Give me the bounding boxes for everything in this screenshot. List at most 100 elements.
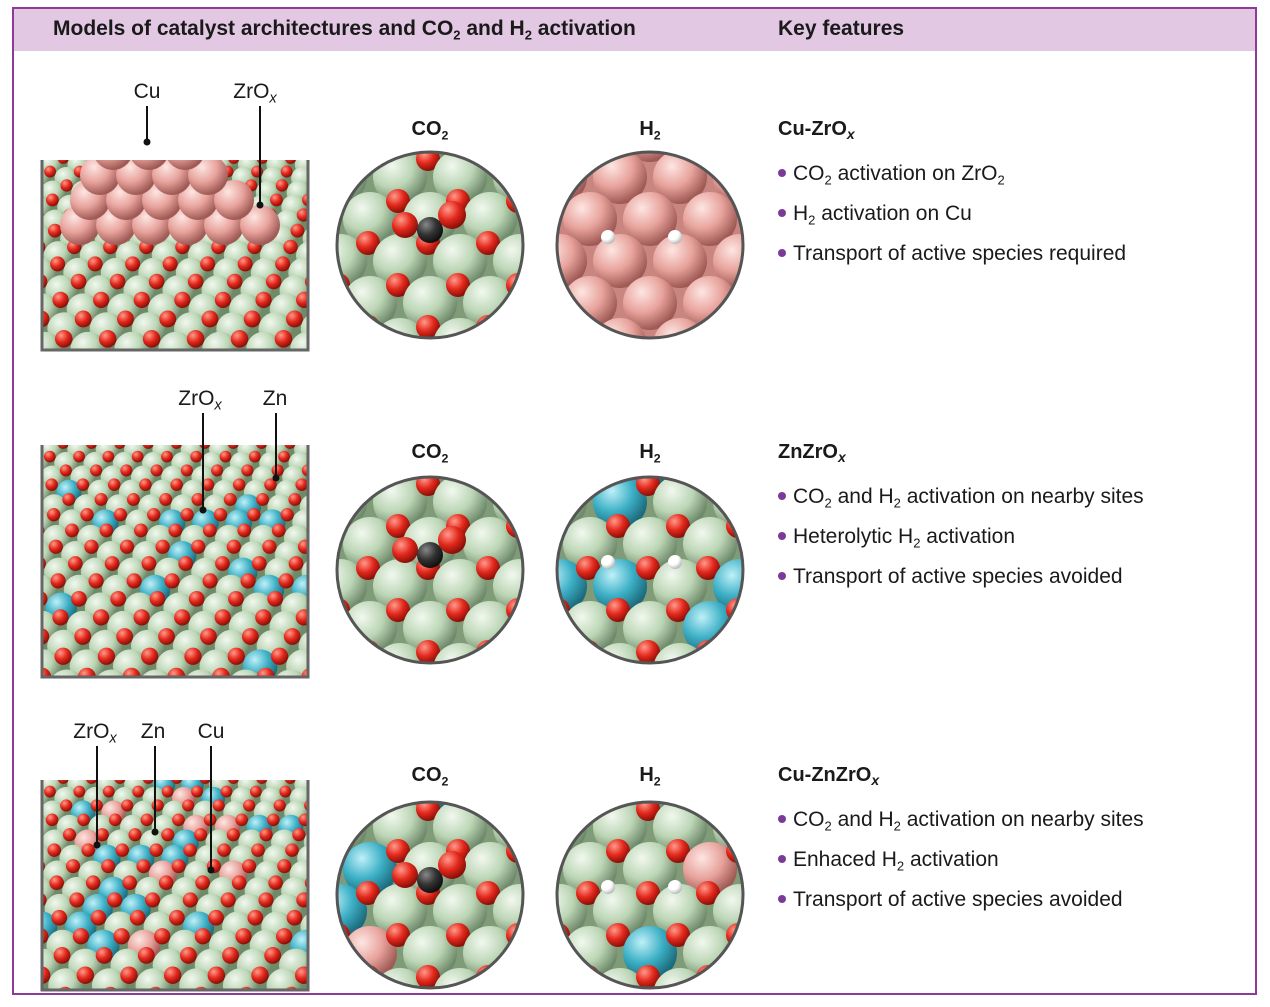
zr-atom <box>463 477 517 487</box>
surface-model-1 <box>42 160 345 350</box>
zn-atom <box>337 884 367 938</box>
zr-atom <box>623 517 677 571</box>
feature-bullet: H2 activation on Cu <box>778 202 972 227</box>
o-atom <box>167 667 186 677</box>
zr-atom <box>283 108 337 162</box>
o-atom <box>301 464 308 477</box>
o-atom <box>296 208 308 222</box>
o-atom <box>199 445 211 449</box>
zr-atom <box>433 559 487 613</box>
zr-atom <box>463 802 517 812</box>
zr-atom <box>433 643 487 663</box>
o-atom <box>313 438 324 449</box>
zr-atom <box>343 192 397 246</box>
o-atom <box>286 310 303 328</box>
zr-atom <box>310 968 345 1003</box>
zr-atom <box>290 331 308 350</box>
o-atom <box>256 492 270 506</box>
o-atom <box>186 330 205 348</box>
zr-atom <box>373 559 427 613</box>
zn-atom <box>713 559 743 613</box>
o-atom <box>356 640 380 663</box>
o-atom <box>309 786 321 798</box>
text-segment: activation on Cu <box>815 202 972 225</box>
atom-label: ZrOx <box>178 387 222 413</box>
o-atom <box>182 799 195 812</box>
zn-atom <box>683 477 737 487</box>
o-atom <box>606 514 630 538</box>
o-atom <box>241 628 259 645</box>
o-atom <box>328 987 346 1005</box>
o-atom <box>313 256 328 271</box>
o-atom <box>99 523 114 538</box>
o-atom <box>42 892 47 907</box>
zr-atom <box>683 517 737 571</box>
o-atom <box>284 780 296 784</box>
o-atom <box>126 573 142 589</box>
text-segment: Zn <box>140 720 166 743</box>
o-atom <box>438 526 466 554</box>
text-segment: Enhaced H <box>793 848 897 871</box>
cu-atom <box>593 318 647 338</box>
zr-atom <box>493 318 523 338</box>
o-atom <box>666 430 690 454</box>
o-atom <box>102 785 115 798</box>
o-atom <box>330 813 343 826</box>
o-atom <box>72 928 90 945</box>
o-atom <box>228 590 244 607</box>
o-atom <box>273 799 286 812</box>
o-atom <box>208 909 224 926</box>
o-atom <box>137 946 155 964</box>
o-atom <box>74 310 92 328</box>
o-atom <box>141 647 159 665</box>
o-atom <box>158 628 175 645</box>
o-atom <box>190 450 203 463</box>
zr-atom <box>286 649 308 677</box>
o-atom <box>666 755 690 779</box>
o-atom <box>200 628 217 645</box>
zr-atom <box>10 801 34 825</box>
zr-atom <box>337 559 367 613</box>
cu-atom <box>713 234 743 288</box>
zr-atom <box>275 669 305 677</box>
text-segment: Cu-ZnZrO <box>778 764 872 786</box>
o-atom <box>149 843 163 857</box>
o-atom <box>386 189 410 213</box>
o-atom <box>214 609 231 626</box>
cu-atom <box>713 318 743 338</box>
o-atom <box>228 780 239 784</box>
o-atom <box>84 539 99 554</box>
h-atom <box>668 880 682 894</box>
o-atom <box>606 839 630 863</box>
text-segment: H <box>793 202 809 225</box>
text-segment: activation <box>904 848 999 871</box>
o-atom <box>195 875 210 891</box>
o-atom <box>276 928 293 945</box>
o-atom <box>328 311 345 328</box>
o-atom <box>133 291 150 308</box>
text-segment: H <box>639 764 654 786</box>
o-atom <box>52 291 69 308</box>
o-atom <box>171 780 183 784</box>
o-atom <box>226 539 241 554</box>
zn-atom <box>343 477 397 487</box>
o-atom <box>666 598 690 622</box>
o-atom <box>726 514 743 538</box>
o-atom <box>576 881 600 905</box>
zr-atom <box>403 601 457 655</box>
zr-atom <box>623 842 677 896</box>
zn-atom <box>593 559 647 613</box>
o-atom <box>255 291 272 308</box>
zr-atom <box>653 884 707 938</box>
o-atom <box>48 539 63 554</box>
o-atom <box>212 667 230 677</box>
o-atom <box>506 755 530 779</box>
o-atom <box>180 508 194 522</box>
bullet-dot-icon <box>778 572 786 580</box>
zn-atom <box>343 842 397 896</box>
o-atom <box>172 813 185 827</box>
o-atom <box>113 928 130 945</box>
text-segment: and H <box>831 808 894 831</box>
o-atom <box>756 556 780 580</box>
o-atom <box>159 310 177 328</box>
